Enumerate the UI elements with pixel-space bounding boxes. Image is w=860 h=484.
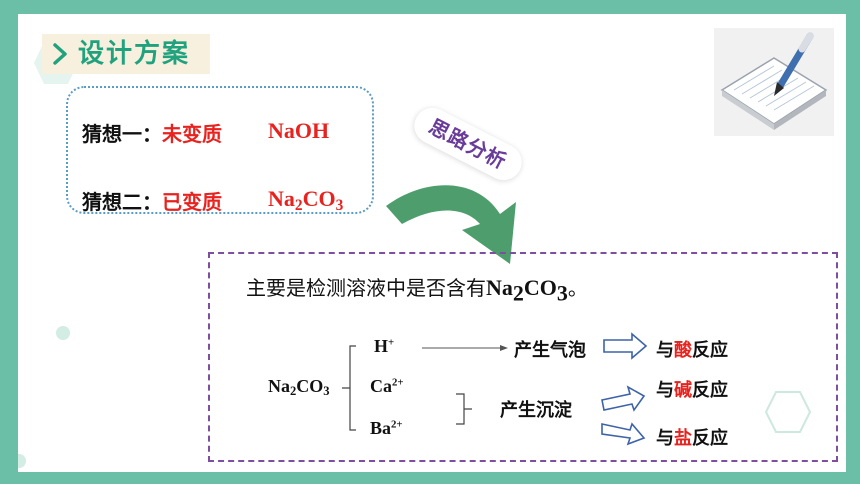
hexagon-outline-icon xyxy=(764,391,812,433)
hypothesis-formula: NaOH xyxy=(268,118,329,144)
thin-arrow-head-icon xyxy=(500,345,508,351)
formula-part: Na xyxy=(268,376,290,396)
hypotheses-box: 猜想一：未变质 NaOH 猜想二：已变质 Na2CO3 xyxy=(66,86,374,214)
statement-text: 主要是检测溶液中是否含有 xyxy=(246,276,486,300)
formula-part: CO xyxy=(296,376,324,396)
right-brace-icon xyxy=(456,393,472,425)
hypothesis-formula: Na2CO3 xyxy=(268,186,343,215)
formula-part: CO xyxy=(523,275,557,300)
main-statement: 主要是检测溶液中是否含有Na2CO3。 xyxy=(246,272,588,307)
curved-arrow-icon xyxy=(386,185,516,264)
left-brace-icon xyxy=(342,345,356,431)
formula-part: CO xyxy=(302,186,336,211)
ion-barium: Ba2+ xyxy=(370,418,403,439)
compound-formula: Na2CO3 xyxy=(268,376,330,399)
ion-charge: 2+ xyxy=(392,376,404,389)
reaction-text: 反应 xyxy=(692,340,728,361)
reaction-text: 与 xyxy=(656,340,674,361)
ion-symbol: Ca xyxy=(370,376,392,396)
ion-hydrogen: H+ xyxy=(374,336,394,357)
phenomenon-gas: 产生气泡 xyxy=(514,340,586,361)
hypothesis-label: 猜想二： xyxy=(82,190,162,214)
ion-symbol: H xyxy=(374,336,389,356)
reaction-text: 与 xyxy=(656,428,674,449)
hypothesis-1: 猜想一：未变质 NaOH xyxy=(82,118,329,147)
formula-subscript: 2 xyxy=(294,196,303,214)
section-title: 设计方案 xyxy=(78,39,191,69)
reaction-keyword: 酸 xyxy=(674,340,692,361)
hypothesis-2: 猜想二：已变质 Na2CO3 xyxy=(82,186,343,215)
formula-part: Na xyxy=(486,275,513,300)
dot-decoration xyxy=(56,326,70,340)
notebook-pen-image xyxy=(714,28,834,136)
ion-charge: 2+ xyxy=(391,418,403,431)
formula-subscript: 3 xyxy=(335,196,344,214)
analysis-box: 主要是检测溶液中是否含有Na2CO3。 Na2CO3 H+ Ca2+ Ba2+ … xyxy=(208,252,838,462)
dot-decoration xyxy=(18,454,26,468)
reaction-acid: 与酸反应 xyxy=(656,336,728,362)
reaction-text: 与 xyxy=(656,380,674,401)
statement-punctuation: 。 xyxy=(567,276,588,300)
section-title-bar: 设计方案 xyxy=(42,34,210,74)
arrow-right-icon xyxy=(53,43,67,65)
hypothesis-state: 未变质 xyxy=(162,122,222,146)
reaction-text: 反应 xyxy=(692,428,728,449)
ion-charge: + xyxy=(388,336,395,349)
reaction-text: 反应 xyxy=(692,380,728,401)
reaction-keyword: 盐 xyxy=(674,428,692,449)
reaction-salt: 与盐反应 xyxy=(656,424,728,450)
hypothesis-state: 已变质 xyxy=(162,190,222,214)
formula-subscript: 3 xyxy=(556,280,568,306)
notebook-pen-icon xyxy=(720,32,828,130)
formula-subscript: 2 xyxy=(290,384,297,399)
reaction-base: 与碱反应 xyxy=(656,376,728,402)
reaction-keyword: 碱 xyxy=(674,380,692,401)
formula-subscript: 2 xyxy=(512,280,524,306)
hypothesis-label: 猜想一： xyxy=(82,122,162,146)
formula-text: NaOH xyxy=(268,118,330,143)
ion-symbol: Ba xyxy=(370,418,392,438)
formula-subscript: 3 xyxy=(323,384,330,399)
hollow-arrow-icon xyxy=(601,332,648,446)
ion-calcium: Ca2+ xyxy=(370,376,404,397)
formula-part: Na xyxy=(268,186,295,211)
phenomenon-precipitate: 产生沉淀 xyxy=(500,400,572,421)
diagram-connectors xyxy=(342,332,648,446)
slide: 设计方案 猜想一：未变质 NaOH 猜想二：已变质 xyxy=(18,14,846,472)
